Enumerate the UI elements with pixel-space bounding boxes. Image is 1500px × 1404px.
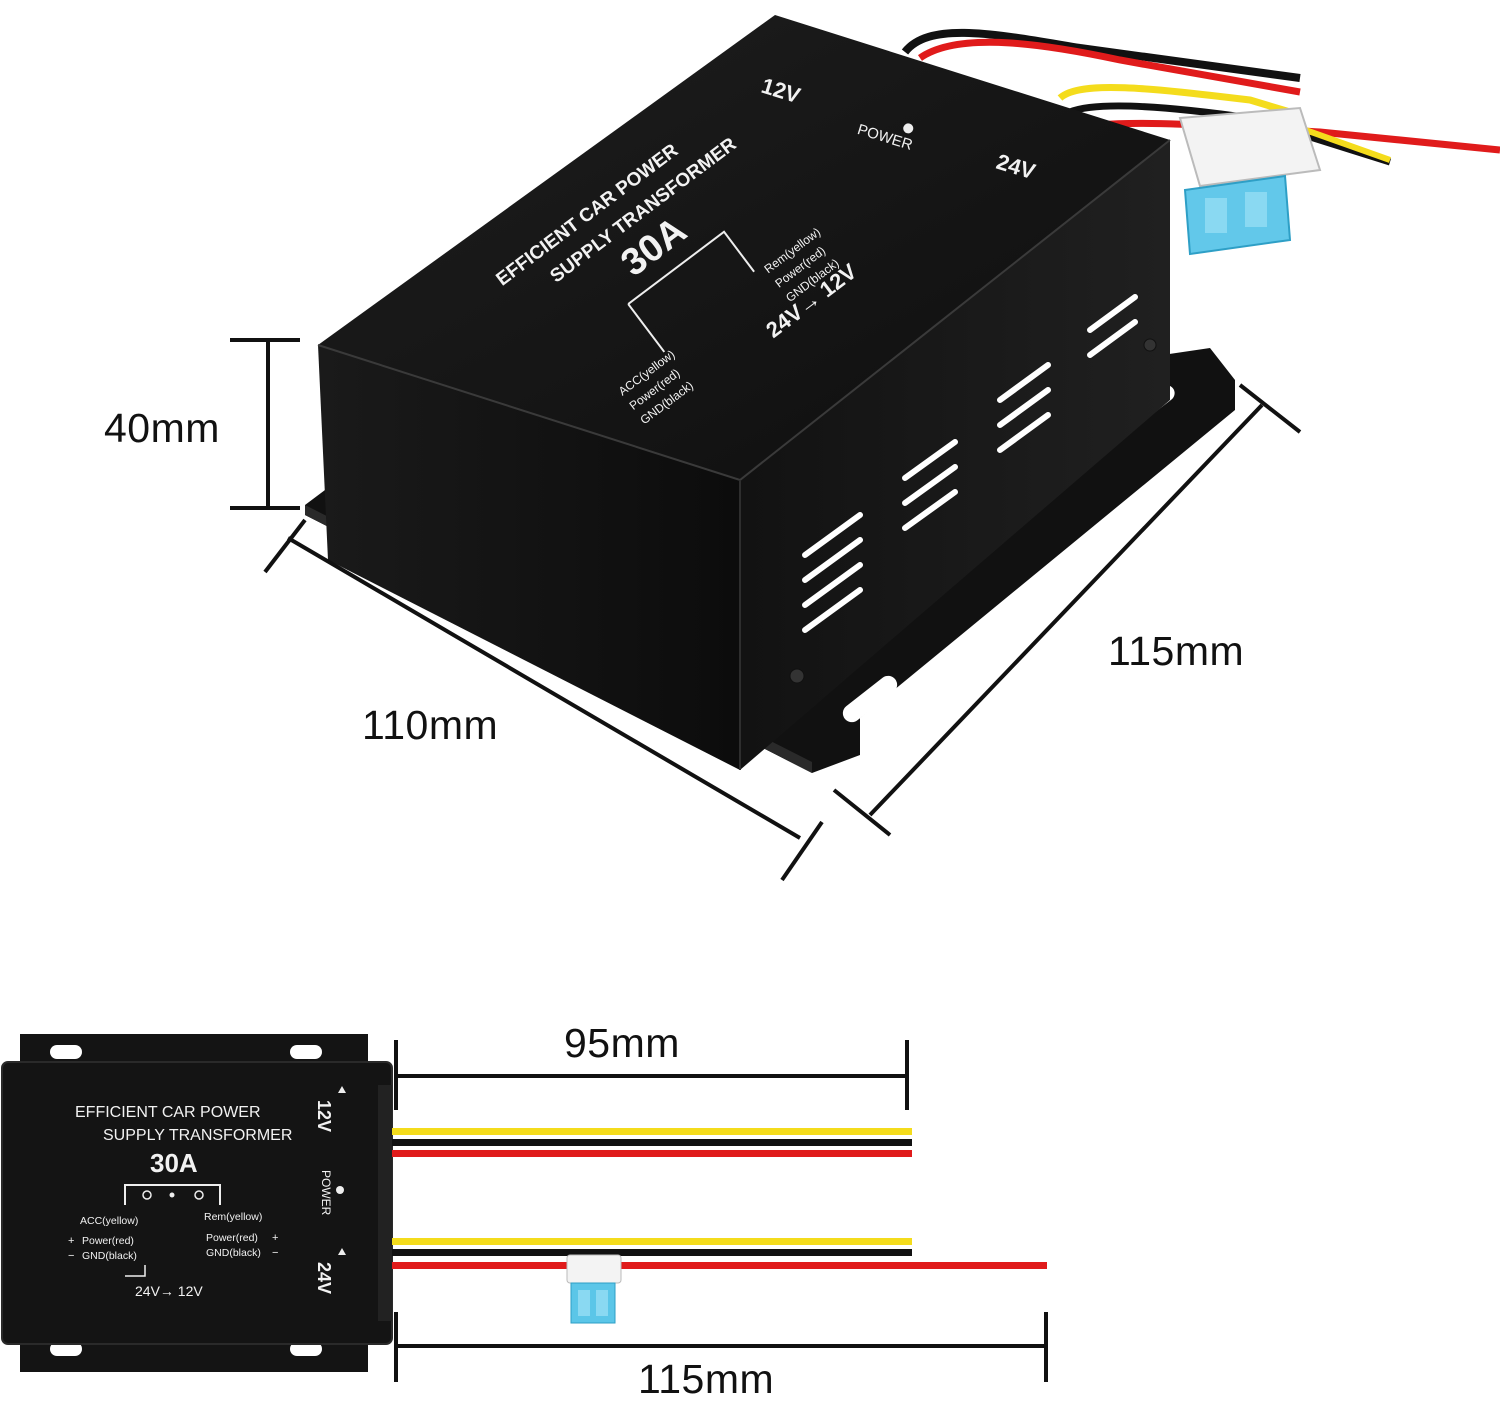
long-wire-dimension-label: 115mm — [638, 1356, 775, 1402]
fuse-top-view — [566, 1254, 622, 1324]
case-front — [318, 345, 740, 770]
short-wire-dimension-label: 95mm — [564, 1020, 680, 1066]
label-gnd-right: GND(black) — [206, 1247, 261, 1259]
label-power-led: POWER — [319, 1170, 333, 1216]
label-power-left: Power(red) — [82, 1235, 134, 1247]
wires-12v — [392, 1128, 912, 1157]
case-top — [318, 15, 1170, 480]
width-dimension-label: 110mm — [362, 702, 499, 748]
label-12v: 12V — [314, 1100, 334, 1132]
label-plus-left: + — [68, 1235, 74, 1247]
label-line2: SUPPLY TRANSFORMER — [103, 1127, 292, 1144]
fuse-holder-3d — [1178, 106, 1322, 256]
device-3d-view: EFFICIENT CAR POWER SUPPLY TRANSFORMER 3… — [305, 15, 1500, 773]
wires-24v — [392, 1238, 1047, 1269]
label-24v: 24V — [314, 1262, 334, 1294]
label-minus-left: − — [68, 1250, 74, 1262]
vent-slots — [802, 294, 1138, 633]
height-dimension-label: 40mm — [104, 405, 220, 451]
label-rem: Rem(yellow) — [204, 1211, 262, 1223]
mounting-slot — [842, 675, 898, 723]
label-line1: EFFICIENT CAR POWER — [75, 1104, 261, 1121]
depth-dimension-label: 115mm — [1108, 628, 1245, 674]
label-conversion: 24V→ 12V — [135, 1283, 203, 1299]
label-minus-right: − — [272, 1247, 278, 1259]
dimension-lines-top — [230, 338, 1302, 882]
case-side — [740, 140, 1170, 770]
label-power-right: Power(red) — [206, 1232, 258, 1244]
label-acc: ACC(yellow) — [80, 1215, 138, 1227]
dimension-lines-bottom — [394, 1040, 1048, 1382]
label-gnd-left: GND(black) — [82, 1250, 137, 1262]
label-plus-right: + — [272, 1232, 278, 1244]
device-top-view: EFFICIENT CAR POWER SUPPLY TRANSFORMER 3… — [1, 1034, 1047, 1372]
label-rating: 30A — [150, 1148, 198, 1178]
